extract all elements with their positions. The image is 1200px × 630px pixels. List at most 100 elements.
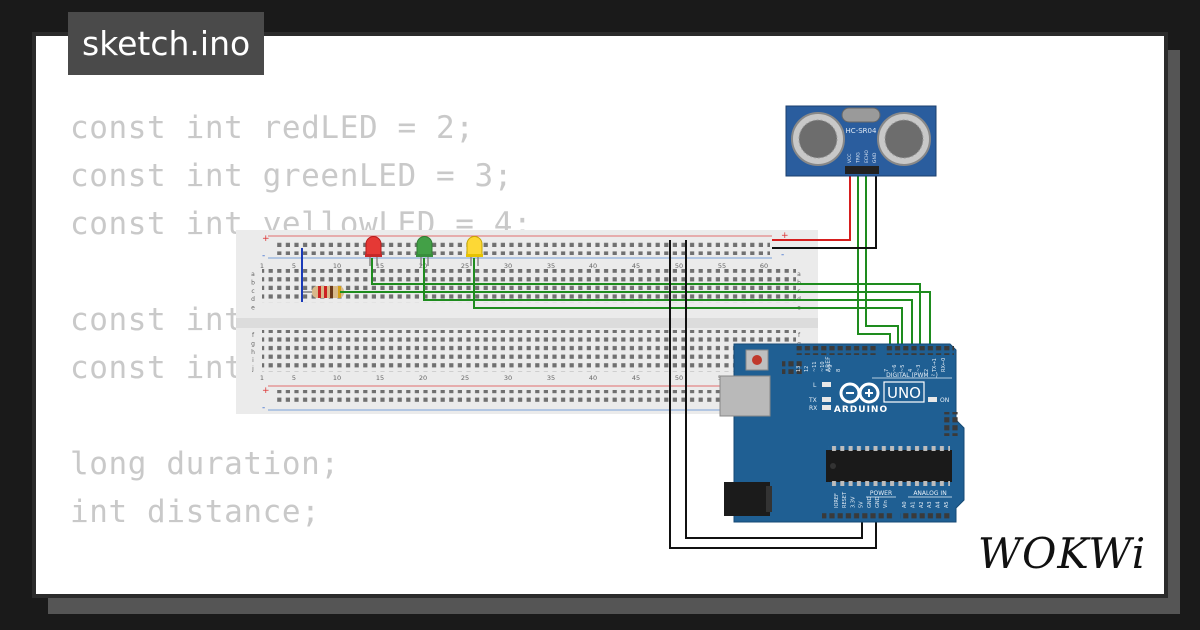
row-letter: j — [251, 366, 254, 373]
code-line: const int — [70, 302, 244, 338]
code-line: void setup() { — [70, 584, 532, 594]
top-rail-holes — [274, 239, 770, 255]
sensor-mesh-pattern — [798, 119, 838, 159]
column-number: 45 — [632, 262, 640, 270]
wire-green-echo — [865, 172, 899, 350]
sensor-crystal — [841, 107, 881, 123]
tx-label: TX — [808, 397, 817, 404]
file-name-tab[interactable]: sketch.ino — [68, 12, 265, 75]
rx-label: RX — [809, 405, 817, 412]
digital-pin-label: ~5 — [900, 365, 906, 372]
column-number: 10 — [333, 374, 341, 382]
rx-indicator — [822, 405, 831, 410]
analog-header — [900, 511, 952, 520]
row-letter: d — [251, 296, 255, 303]
power-pin-label: RESET — [842, 491, 848, 508]
wire-green-trig — [857, 172, 891, 350]
chip-notch — [830, 463, 836, 469]
led-yellow[interactable] — [466, 236, 483, 266]
rail-plus-label-right: + — [781, 231, 789, 241]
column-number: 15 — [376, 374, 384, 382]
resistor-band-1 — [318, 286, 321, 298]
row-letter: i — [252, 357, 254, 364]
resistor-band-3 — [330, 286, 333, 298]
row-letter: a — [797, 271, 801, 278]
column-number: 25 — [461, 374, 469, 382]
column-number: 60 — [760, 262, 768, 270]
column-number: 5 — [292, 374, 296, 382]
aref-label: AREF — [825, 356, 832, 372]
column-number: 50 — [675, 374, 683, 382]
row-letter: e — [251, 305, 255, 312]
wire-red-vcc — [772, 172, 851, 241]
code-line: long duration; — [70, 446, 340, 482]
wire-green-yellow-led — [473, 258, 903, 350]
row-letter: h — [251, 349, 255, 356]
led-green-rim — [416, 254, 433, 257]
sensor-transducer-left-mesh — [799, 120, 837, 158]
row-letter: a — [251, 271, 255, 278]
digital-label: DIGITAL (PWM ~) — [886, 372, 938, 379]
digital-pin-label: 8 — [836, 369, 842, 372]
led-green[interactable] — [416, 236, 433, 266]
column-number: 20 — [419, 374, 427, 382]
power-pin-label: 5V — [859, 501, 865, 508]
digital-pin-label: ~9 — [828, 365, 834, 372]
rail-plus-label: + — [262, 234, 270, 244]
column-number: 10 — [333, 262, 341, 270]
code-line: const int redLED = 2; — [70, 110, 475, 146]
chip-pins-bottom — [828, 481, 950, 486]
arduino-wordmark: ARDUINO — [834, 405, 888, 415]
wire-green-green-led — [423, 258, 913, 350]
power-jack-rim — [766, 486, 772, 512]
wokwi-wordmark: WOKWi — [978, 529, 1146, 578]
power-pin-label: GND — [875, 496, 881, 508]
analog-pin-label: A2 — [919, 501, 925, 508]
power-header — [822, 511, 894, 520]
power-label: POWER — [870, 490, 892, 497]
analog-pin-label: A5 — [944, 501, 950, 508]
digital-pin-label: 4 — [908, 369, 914, 372]
digital-pin-label: ~10 — [820, 361, 826, 372]
power-pin-label: GND — [867, 496, 873, 508]
digital-pin-label: TX→1 — [932, 358, 938, 373]
column-number: 45 — [632, 374, 640, 382]
sensor-pin-label: VCC — [847, 154, 853, 163]
wire-black-gnd-loop — [669, 240, 877, 549]
sensor-mesh-pattern — [884, 119, 924, 159]
column-number: 55 — [718, 262, 726, 270]
power-pin-label: IOREF — [834, 493, 840, 508]
rail-plus-label-bottom: + — [262, 386, 270, 396]
digital-pin-label: 13 — [796, 366, 802, 372]
digital-pin-label: 2 — [924, 369, 930, 372]
digital-header-right — [884, 346, 954, 355]
top-terminal-holes — [262, 269, 796, 303]
reset-button-cap — [752, 355, 762, 365]
column-number: 5 — [292, 262, 296, 270]
analog-label: ANALOG IN — [913, 490, 946, 497]
column-number: 30 — [504, 374, 512, 382]
row-letter: g — [251, 340, 255, 347]
row-letter: b — [251, 279, 255, 286]
atmega-chip — [826, 450, 952, 482]
tx-indicator — [822, 397, 831, 402]
led-red-body — [365, 236, 382, 257]
digital-pin-label: ~11 — [812, 361, 818, 372]
led-green-body — [416, 236, 433, 257]
column-number: 50 — [675, 262, 683, 270]
led-red[interactable] — [365, 236, 382, 266]
icsp-header-right — [944, 412, 960, 436]
breadboard-center-channel — [236, 318, 818, 328]
sensor-pin-label: ECHO — [864, 150, 870, 163]
sensor-model-label: HC-SR04 — [846, 127, 877, 135]
wire-green-bus — [340, 291, 931, 350]
digital-pin-label: 12 — [804, 366, 810, 372]
column-number: 25 — [461, 262, 469, 270]
code-line: const int greenLED = 3; — [70, 158, 514, 194]
digital-pin-label: ~3 — [916, 365, 922, 372]
